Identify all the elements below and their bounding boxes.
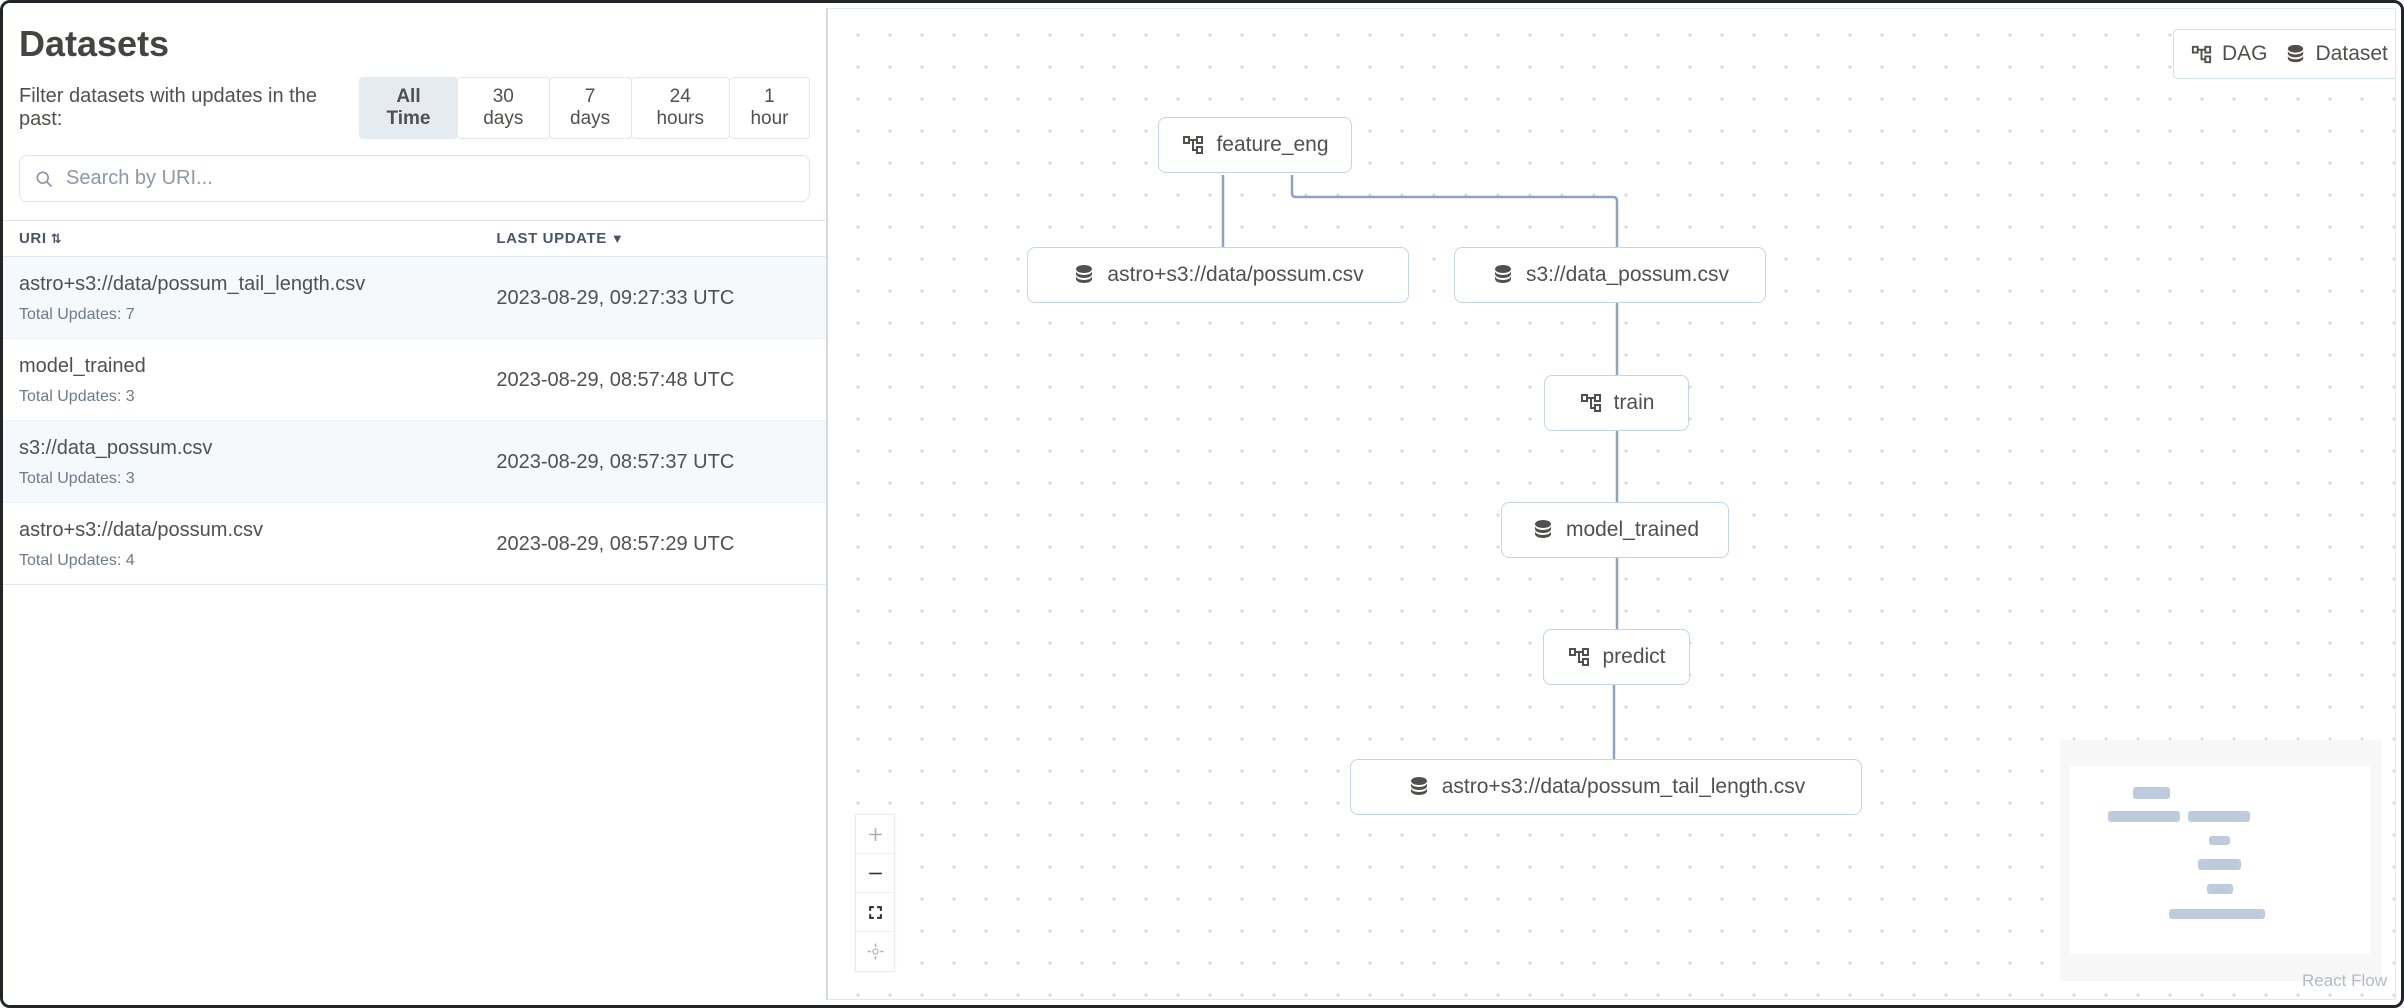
filter-tab-all-time[interactable]: All Time bbox=[358, 77, 458, 139]
table-row-astro-possum[interactable]: astro+s3://data/possum.csv Total Updates… bbox=[3, 502, 826, 585]
minimap-node-feature-eng bbox=[2133, 787, 2170, 799]
dataset-last-update: 2023-08-29, 08:57:48 UTC bbox=[480, 338, 826, 421]
dataset-dependency-graph[interactable]: feature_eng astro+s3://data/possum.csv s… bbox=[826, 8, 2396, 1000]
dataset-total-updates: Total Updates: 3 bbox=[19, 388, 135, 405]
search-icon bbox=[34, 169, 54, 189]
filter-tab-7-days[interactable]: 7 days bbox=[548, 77, 632, 139]
fit-view-button[interactable] bbox=[856, 893, 894, 932]
datasets-table: URI⇅ LAST UPDATE▼ astro+s3://data/possum… bbox=[3, 220, 826, 585]
minimap-node-astro-possum bbox=[2108, 811, 2180, 822]
filter-tab-30-days[interactable]: 30 days bbox=[456, 77, 550, 139]
dataset-last-update: 2023-08-29, 08:57:37 UTC bbox=[480, 420, 826, 503]
search-box bbox=[19, 155, 810, 202]
dataset-icon bbox=[1491, 263, 1515, 287]
dag-icon bbox=[2190, 43, 2213, 66]
graph-node-label: astro+s3://data/possum.csv bbox=[1107, 263, 1364, 286]
react-flow-attribution-link[interactable]: React Flow bbox=[2301, 971, 2387, 990]
graph-node-label: model_trained bbox=[1565, 518, 1700, 541]
dataset-last-update: 2023-08-29, 09:27:33 UTC bbox=[480, 256, 826, 339]
sort-icon-uri: ⇅ bbox=[50, 231, 63, 246]
dataset-last-update: 2023-08-29, 08:57:29 UTC bbox=[480, 502, 826, 585]
graph-node-s3-data-possum[interactable]: s3://data_possum.csv bbox=[1454, 247, 1766, 303]
dag-icon bbox=[1567, 645, 1591, 669]
minimap-node-model-trained bbox=[2198, 859, 2241, 870]
dataset-icon bbox=[2284, 43, 2307, 66]
graph-node-predict[interactable]: predict bbox=[1543, 629, 1690, 685]
dataset-uri: astro+s3://data/possum_tail_length.csv bbox=[19, 273, 366, 295]
dag-icon bbox=[1579, 391, 1603, 415]
column-header-last-update[interactable]: LAST UPDATE▼ bbox=[480, 220, 826, 257]
filter-tab-1-hour[interactable]: 1 hour bbox=[728, 77, 810, 139]
legend-dataset-label: Dataset bbox=[2315, 42, 2388, 65]
dataset-icon bbox=[1407, 775, 1431, 799]
column-header-uri[interactable]: URI⇅ bbox=[3, 220, 481, 257]
dataset-total-updates: Total Updates: 7 bbox=[19, 306, 135, 323]
graph-node-astro-possum[interactable]: astro+s3://data/possum.csv bbox=[1027, 247, 1409, 303]
graph-node-label: train bbox=[1613, 391, 1655, 414]
dataset-icon bbox=[1072, 263, 1096, 287]
graph-minimap[interactable] bbox=[2060, 740, 2382, 981]
graph-node-train[interactable]: train bbox=[1544, 375, 1689, 431]
dataset-uri: model_trained bbox=[19, 355, 146, 377]
table-row-model-trained[interactable]: model_trained Total Updates: 3 2023-08-2… bbox=[3, 338, 826, 421]
graph-node-model-trained[interactable]: model_trained bbox=[1501, 502, 1729, 558]
interactive-lock-button[interactable] bbox=[856, 932, 894, 971]
minimap-node-s3-data-possum bbox=[2188, 811, 2250, 822]
legend-dag-label: DAG bbox=[2222, 42, 2268, 65]
zoom-out-button[interactable] bbox=[856, 854, 894, 893]
dataset-uri: s3://data_possum.csv bbox=[19, 437, 213, 459]
dataset-uri: astro+s3://data/possum.csv bbox=[19, 519, 264, 541]
graph-node-label: s3://data_possum.csv bbox=[1525, 263, 1730, 286]
dataset-total-updates: Total Updates: 4 bbox=[19, 552, 135, 569]
minimap-node-predict bbox=[2207, 884, 2233, 894]
time-filter-group: All Time 30 days 7 days 24 hours 1 hour bbox=[358, 77, 810, 139]
plus-icon bbox=[868, 827, 882, 841]
filter-row: Filter datasets with updates in the past… bbox=[3, 75, 826, 153]
sort-icon-last-update: ▼ bbox=[610, 231, 625, 246]
minus-icon bbox=[868, 872, 882, 874]
graph-node-label: astro+s3://data/possum_tail_length.csv bbox=[1441, 775, 1806, 798]
minimap-node-train bbox=[2209, 836, 2230, 845]
graph-node-label: predict bbox=[1602, 645, 1666, 668]
graph-node-feature-eng[interactable]: feature_eng bbox=[1158, 117, 1352, 173]
dataset-icon bbox=[1531, 518, 1555, 542]
crosshair-icon bbox=[867, 943, 883, 960]
filter-tab-24-hours[interactable]: 24 hours bbox=[630, 77, 730, 139]
graph-node-possum-tail-length[interactable]: astro+s3://data/possum_tail_length.csv bbox=[1350, 759, 1862, 815]
edge-feature-eng-to-s3-data-possum bbox=[1290, 175, 1619, 247]
dataset-total-updates: Total Updates: 3 bbox=[19, 470, 135, 487]
datasets-panel: Datasets Filter datasets with updates in… bbox=[3, 3, 826, 1005]
table-row-possum-tail-length[interactable]: astro+s3://data/possum_tail_length.csv T… bbox=[3, 256, 826, 339]
graph-legend: DAG Dataset bbox=[2173, 29, 2395, 79]
graph-controls bbox=[855, 814, 895, 972]
page-title: Datasets bbox=[19, 23, 170, 64]
minimap-node-possum-tail bbox=[2169, 909, 2265, 919]
table-row-s3-data-possum[interactable]: s3://data_possum.csv Total Updates: 3 20… bbox=[3, 420, 826, 503]
zoom-in-button[interactable] bbox=[856, 815, 894, 854]
graph-node-label: feature_eng bbox=[1216, 133, 1329, 156]
dag-icon bbox=[1181, 133, 1205, 157]
filter-label: Filter datasets with updates in the past… bbox=[19, 85, 317, 130]
search-input[interactable] bbox=[66, 167, 795, 190]
fit-view-icon bbox=[868, 905, 882, 919]
